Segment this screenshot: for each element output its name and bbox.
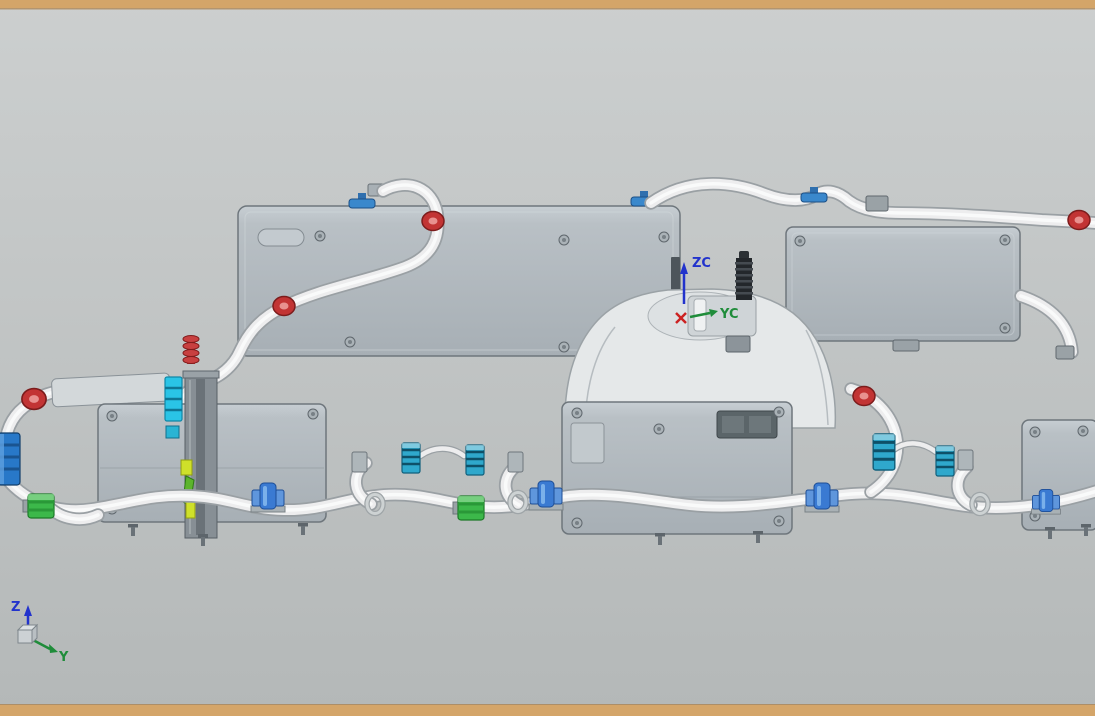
origin-yc-label: YC [719,307,739,322]
origin-marker[interactable]: ZC YC [675,256,739,324]
hose-coupler[interactable] [1055,345,1075,360]
origin-zc-label: ZC [692,256,711,271]
connector-teal[interactable] [464,443,486,477]
red-grommet[interactable] [852,385,876,407]
red-grommet[interactable] [421,210,445,232]
connector-cyan[interactable] [164,376,183,439]
red-grommet[interactable] [1067,209,1091,231]
connector-gray[interactable] [957,449,974,471]
red-grommet[interactable] [272,295,296,317]
triad-y-label: Y [58,650,69,665]
bellows-boot[interactable] [735,251,753,300]
main-cover-plate[interactable] [237,205,681,357]
connector-green[interactable] [451,494,486,522]
triad-z-label: Z [11,600,20,615]
right-cover-plate[interactable] [785,226,1021,352]
connector-green[interactable] [21,492,56,520]
connector-teal[interactable] [934,444,956,478]
mounting-rail[interactable] [182,370,220,539]
red-ribbed-fitting[interactable] [182,335,200,365]
center-module[interactable] [561,401,793,535]
red-grommet[interactable] [21,387,47,411]
connector-gray[interactable] [507,451,524,473]
connector-teal[interactable] [871,432,897,472]
connector-teal[interactable] [400,441,422,475]
hose-coupler[interactable] [865,195,889,212]
connector-blue-left[interactable] [0,432,21,486]
wcs-triad[interactable]: Z Y [11,600,69,665]
connector-gray[interactable] [351,451,368,473]
